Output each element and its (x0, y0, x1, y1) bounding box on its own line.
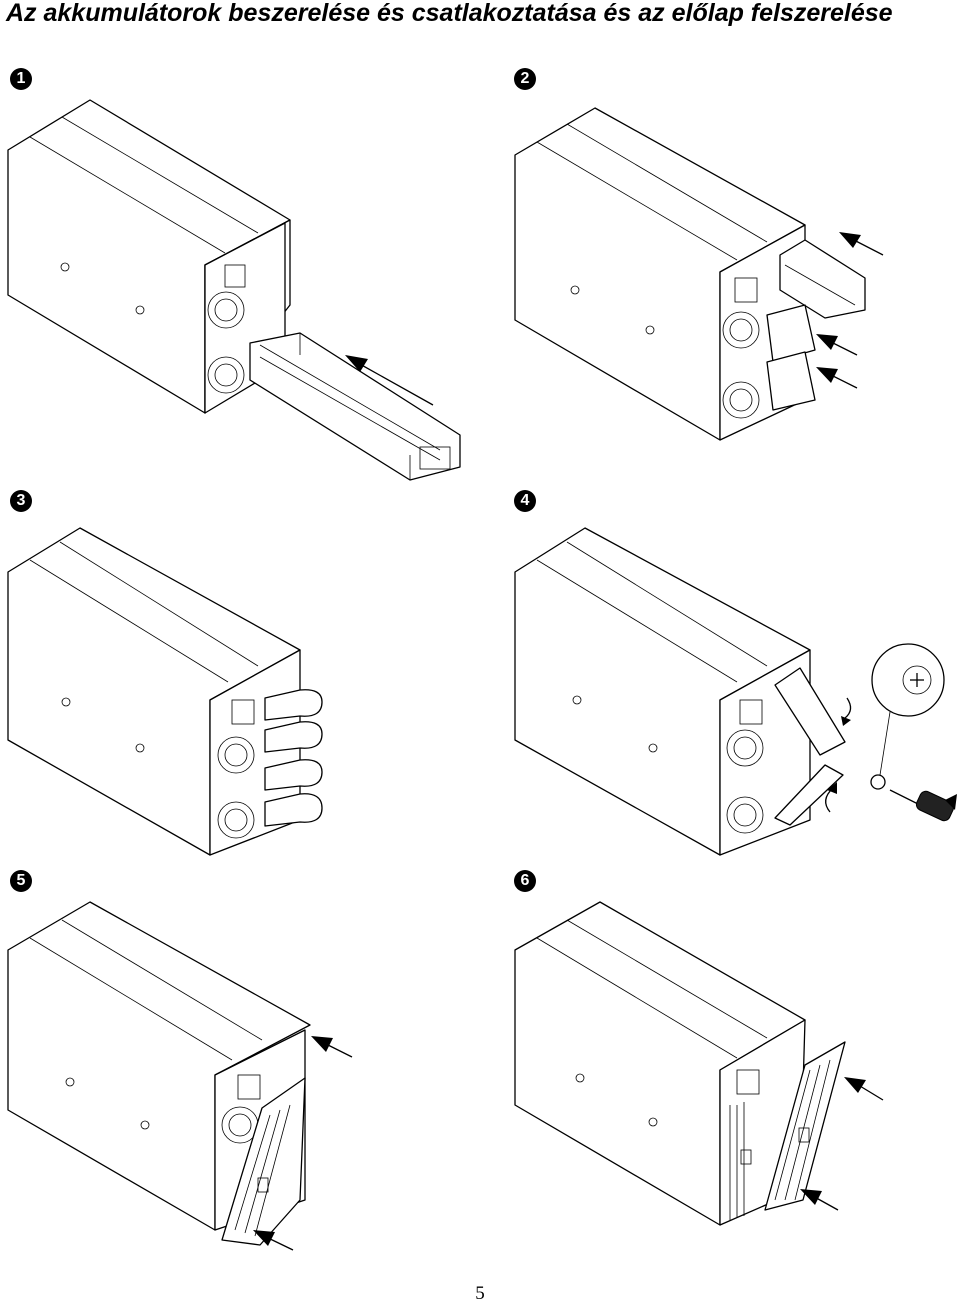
figure-step-5 (0, 900, 470, 1255)
figure-step-2 (505, 100, 955, 445)
page-title: Az akkumulátorok beszerelése és csatlako… (6, 0, 893, 27)
figure-step-1 (0, 95, 470, 490)
figure-step-6 (505, 900, 955, 1230)
step-number-4: 4 (514, 490, 536, 512)
figure-step-4 (505, 520, 960, 865)
step-number-5: 5 (10, 870, 32, 892)
step-number-6: 6 (514, 870, 536, 892)
step-number-2: 2 (514, 68, 536, 90)
page-number: 5 (475, 1283, 485, 1304)
step-number-1: 1 (10, 68, 32, 90)
figure-step-3 (0, 520, 470, 865)
step-number-3: 3 (10, 490, 32, 512)
